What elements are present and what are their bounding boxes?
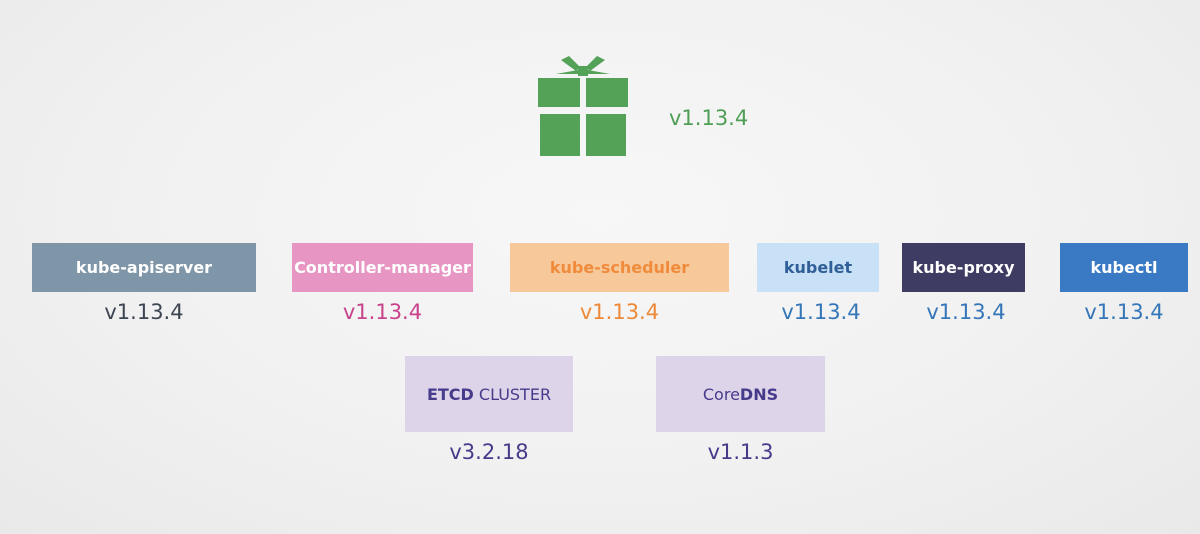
kube-apiserver-label: kube-apiserver (75, 258, 213, 277)
controller-manager-box: Controller-manager (292, 243, 473, 292)
controller-manager-version: v1.13.4 (342, 300, 423, 324)
coredns-label-bold: DNS (739, 384, 779, 404)
kubectl-version: v1.13.4 (1084, 300, 1164, 324)
kubectl-box: kubectl (1060, 243, 1188, 292)
etcd-label-rest: CLUSTER (473, 384, 552, 404)
controller-manager-label: Controller-manager (294, 258, 471, 277)
etcd-cluster-box: ETCD CLUSTER (405, 356, 573, 432)
kube-proxy-label: kube-proxy (912, 258, 1015, 277)
etcd-label-bold: ETCD (426, 384, 474, 404)
kube-apiserver-box: kube-apiserver (32, 243, 256, 292)
kube-scheduler-label: kube-scheduler (549, 258, 690, 277)
kubelet-box: kubelet (757, 243, 879, 292)
kubelet-label: kubelet (783, 258, 853, 277)
release-version: v1.13.4 (669, 106, 749, 130)
kube-scheduler-box: kube-scheduler (510, 243, 729, 292)
kube-scheduler-version: v1.13.4 (579, 300, 660, 324)
kube-apiserver-version: v1.13.4 (104, 300, 184, 324)
coredns-label-rest: Core (702, 384, 740, 404)
kube-proxy-box: kube-proxy (902, 243, 1025, 292)
gift-icon (538, 56, 628, 156)
kubelet-version: v1.13.4 (781, 300, 861, 324)
kube-proxy-version: v1.13.4 (926, 300, 1006, 324)
coredns-version: v1.1.3 (707, 440, 774, 464)
kubectl-label: kubectl (1090, 258, 1158, 277)
etcd-version: v3.2.18 (449, 440, 529, 464)
